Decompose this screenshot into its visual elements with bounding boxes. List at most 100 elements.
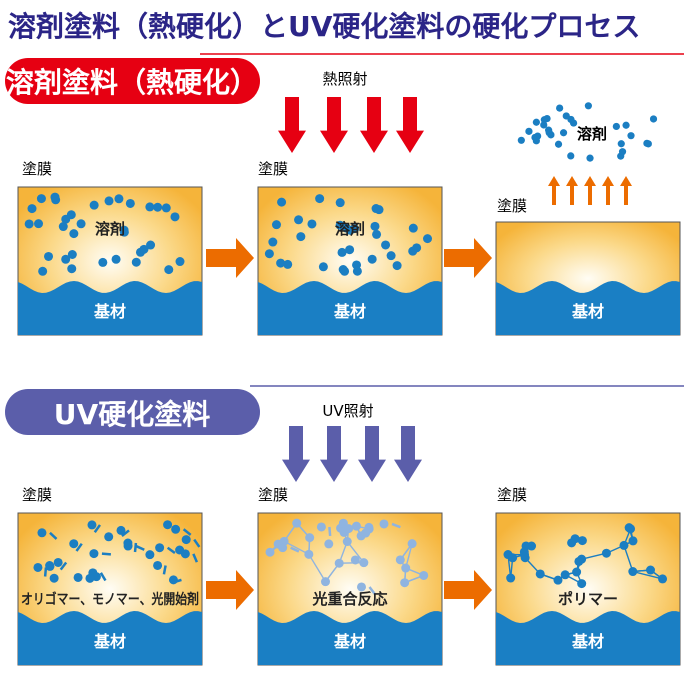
molecule-dot [155,543,165,553]
molecule-dot [37,528,47,538]
polymer-bond [283,540,310,555]
molecule-chain [391,522,401,529]
polymer-node [305,533,315,543]
film-label-2: 塗膜 [258,160,288,178]
molecule-dot [164,265,174,275]
molecule-dot [49,573,59,583]
solvent-dot [556,104,564,112]
up-arrow-icon [584,176,596,205]
substrate [496,611,680,665]
molecule-dot [98,257,108,267]
substrate-label: 基材 [93,302,126,321]
evaporated-solvent [517,102,658,162]
uv-stage-1: 基材 オリゴマー、モノマー、光開始剤 [17,512,203,666]
molecule-dot [408,223,418,233]
molecule-dot [296,232,306,242]
molecule-dot [125,198,135,208]
polymer-node [342,537,352,547]
solvent-heading-pill [5,58,260,104]
polymer-node [535,569,545,579]
molecule-dot [58,222,68,232]
polymer-node [506,573,516,583]
solvent-dot [559,129,568,137]
down-arrow-icon [358,426,386,482]
polymer-node [401,563,411,573]
polymer-node [265,547,275,557]
molecule-dot [278,543,288,553]
polymer-bond [308,553,327,583]
polymer-node [577,579,587,589]
molecule-chain [328,526,332,537]
polymer-node [553,575,563,585]
solvent-dot [562,112,570,120]
down-arrow-icon [282,426,310,482]
up-arrow-icon [602,176,614,205]
polymer-node [658,574,668,584]
substrate-label: 基材 [93,632,126,651]
molecule-dot [33,562,43,572]
molecule-dot [69,229,79,239]
molecule-dot [67,249,77,259]
polymer-node [419,570,429,580]
film-label-6: 塗膜 [497,486,527,504]
molecule-dot [381,240,391,250]
page-title: 溶剤塗料（熱硬化）とUV硬化塗料の硬化プロセス [8,10,640,43]
solvent-heading: 溶剤塗料（熱硬化） [6,66,258,99]
molecule-chain [43,567,48,577]
substrate [18,611,202,665]
molecule-dot [175,545,185,555]
molecule-dot [318,262,328,272]
molecule-dot [85,573,95,583]
polymer-node [334,558,344,568]
molecule-dot [38,266,48,276]
molecule-dot [392,261,402,271]
panel-label: オリゴマー、モノマー、光開始剤 [21,591,199,608]
down-arrow-icon [396,97,424,153]
right-arrow-icon [206,238,254,278]
uv-arrows [282,426,422,482]
solvent-dot [543,114,551,123]
molecule-chain [49,531,58,540]
molecule-dot [53,557,63,567]
polymer-node [292,518,302,528]
molecule-dot [277,197,287,207]
uv-heading-pill [5,389,260,435]
molecule-dot [146,240,156,250]
right-arrow-icon [206,570,254,610]
panel-label: 光重合反応 [311,590,387,608]
molecule-dot [114,194,124,204]
molecule-dot [271,220,281,230]
molecule-dot [170,212,180,222]
molecule-dot [356,582,366,592]
polymer-node [628,567,638,577]
heat-label: 熱照射 [322,70,367,88]
polymer-node [646,565,656,575]
down-arrow-icon [320,426,348,482]
polymer-node [351,521,361,531]
molecule-chain [93,524,101,533]
panel-label: 溶剤 [335,220,365,238]
down-arrow-icon [278,97,306,153]
molecule-dot [123,541,133,551]
molecule-dot [116,525,126,535]
molecule-dot [119,227,129,237]
film-label-1: 塗膜 [22,160,52,178]
evaporation-arrows [548,176,632,205]
molecule-dot [131,257,141,267]
molecule-dot [69,539,79,549]
molecule-dot [36,194,46,204]
substrate [258,281,442,335]
molecule-chain [133,542,138,553]
solvent-dot [617,140,625,148]
molecule-dot [335,198,345,208]
molecule-dot [87,520,97,530]
uv-heading: UV硬化塗料 [54,398,210,431]
molecule-dot [307,219,317,229]
molecule-dot [337,247,347,257]
polymer-node [395,555,405,565]
molecule-dot [153,202,163,212]
molecule-dot [283,259,293,269]
molecule-dot [145,202,155,212]
solvent-dot [584,102,592,110]
